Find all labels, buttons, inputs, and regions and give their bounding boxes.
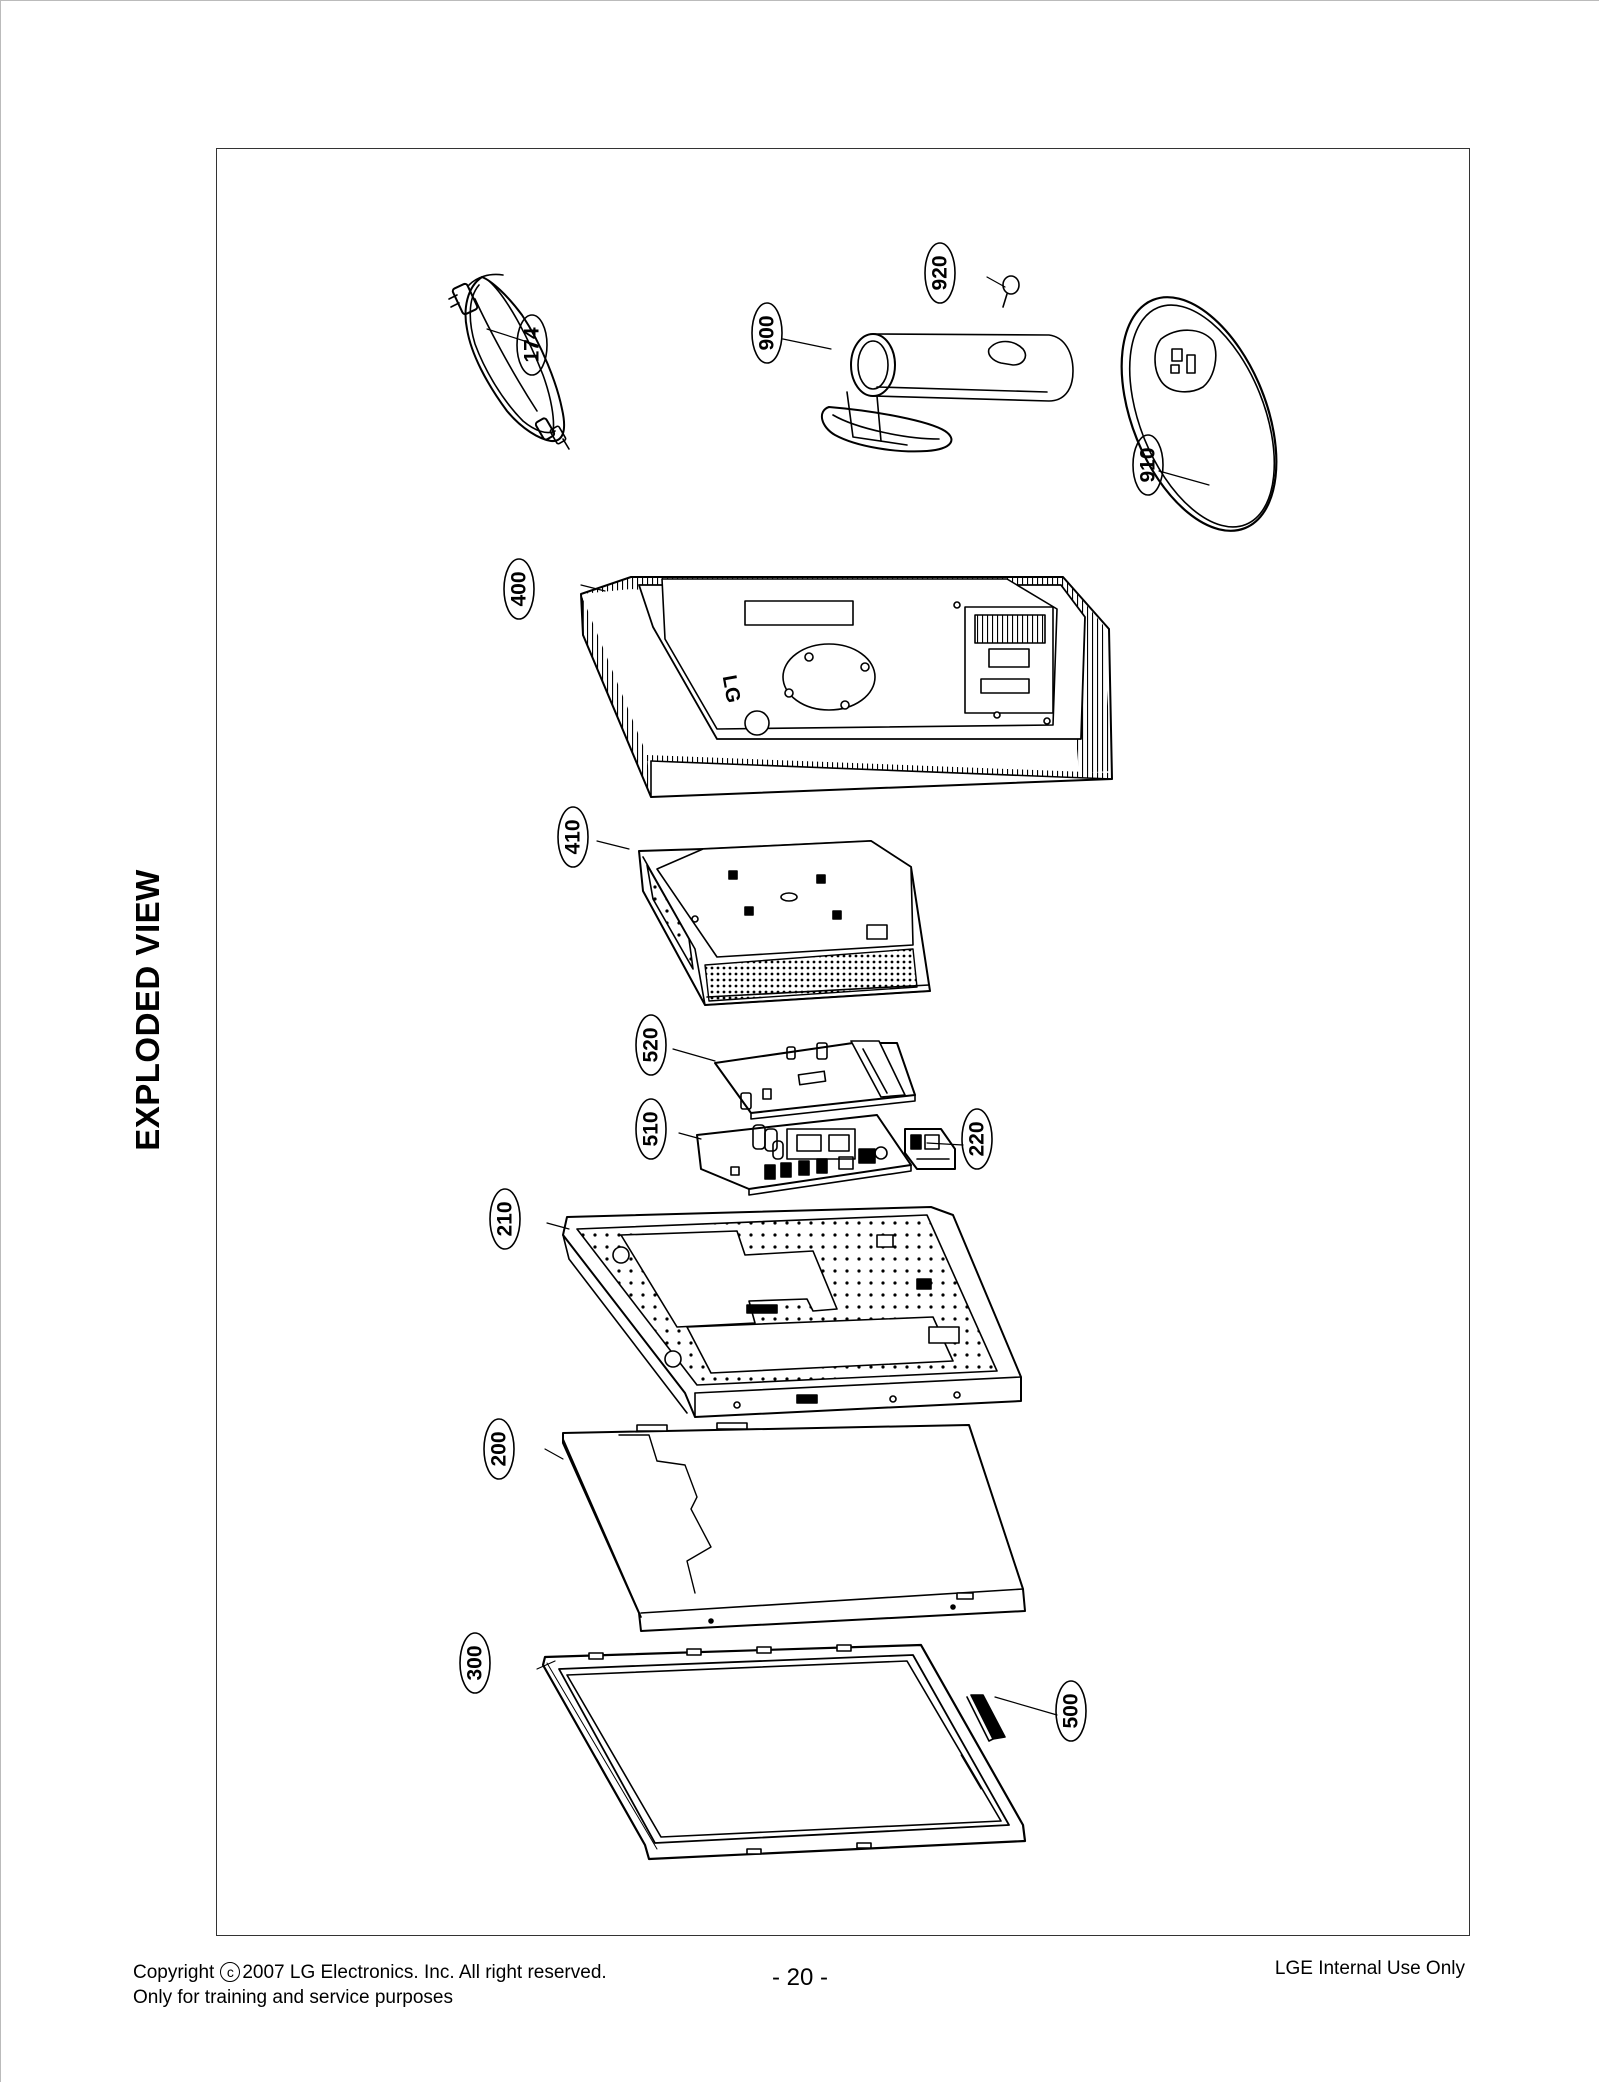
callout-oval-500 (1055, 1680, 1087, 1742)
callout-label-500: 500 (1060, 1693, 1083, 1728)
stand-base-part (1120, 296, 1278, 532)
copyright-symbol: c (220, 1962, 241, 1982)
callout-label-920: 920 (929, 255, 952, 290)
main-frame-part (562, 1206, 1022, 1418)
page-number: - 20 - (771, 1964, 829, 1991)
callout-oval-410 (557, 806, 589, 868)
callout-oval-200 (483, 1418, 515, 1480)
stand-neck-part (820, 333, 1074, 453)
control-board-part (904, 1128, 956, 1170)
callout-label-410: 410 (562, 819, 585, 854)
callout-label-300: 300 (464, 1645, 487, 1680)
callout-oval-910 (1132, 434, 1164, 496)
callout-oval-210 (489, 1188, 521, 1250)
exploded-view-frame: 174 920 900 910 400 410 520 510 220 210 … (216, 148, 1470, 1936)
copyright-prefix: Copyright (133, 1962, 215, 1983)
main-board-part (714, 1040, 916, 1120)
callout-oval-900 (751, 302, 783, 364)
callout-oval-400 (503, 558, 535, 620)
callout-label-510: 510 (640, 1111, 663, 1146)
exploded-view-drawing: 174 920 900 910 400 410 520 510 220 210 … (448, 242, 1278, 1861)
callout-label-200: 200 (488, 1431, 511, 1466)
shield-case-part (638, 840, 931, 1006)
back-cover-logo: LG (718, 673, 744, 704)
callout-oval-520 (635, 1014, 667, 1076)
front-cabinet-part (541, 1643, 1027, 1861)
callout-label-900: 900 (756, 315, 779, 350)
callout-oval-174 (516, 314, 548, 376)
callout-label-174: 174 (521, 327, 544, 362)
lcd-module-part (562, 1422, 1026, 1632)
power-board-part (696, 1114, 912, 1196)
callout-label-520: 520 (640, 1027, 663, 1062)
leader-lines (486, 276, 1210, 1716)
power-cord-part (448, 273, 570, 450)
training-note: Only for training and service purposes (133, 1987, 453, 2008)
page-title: EXPLODED VIEW (129, 869, 166, 1151)
back-cover-part (580, 576, 1113, 798)
callout-label-220: 220 (966, 1121, 989, 1156)
callout-label-400: 400 (508, 571, 531, 606)
callout-oval-220 (961, 1108, 993, 1170)
hinge-screw-part (1002, 275, 1020, 308)
callout-oval-300 (459, 1632, 491, 1694)
callout-ovals (459, 242, 1164, 1742)
button-key-part (966, 1694, 1006, 1742)
internal-use-note: LGE Internal Use Only (1274, 1958, 1465, 1979)
callout-label-210: 210 (494, 1201, 517, 1236)
callout-oval-510 (635, 1098, 667, 1160)
copyright-text: 2007 LG Electronics. Inc. All right rese… (242, 1962, 607, 1983)
callout-oval-920 (924, 242, 956, 304)
callout-label-910: 910 (1137, 447, 1160, 482)
